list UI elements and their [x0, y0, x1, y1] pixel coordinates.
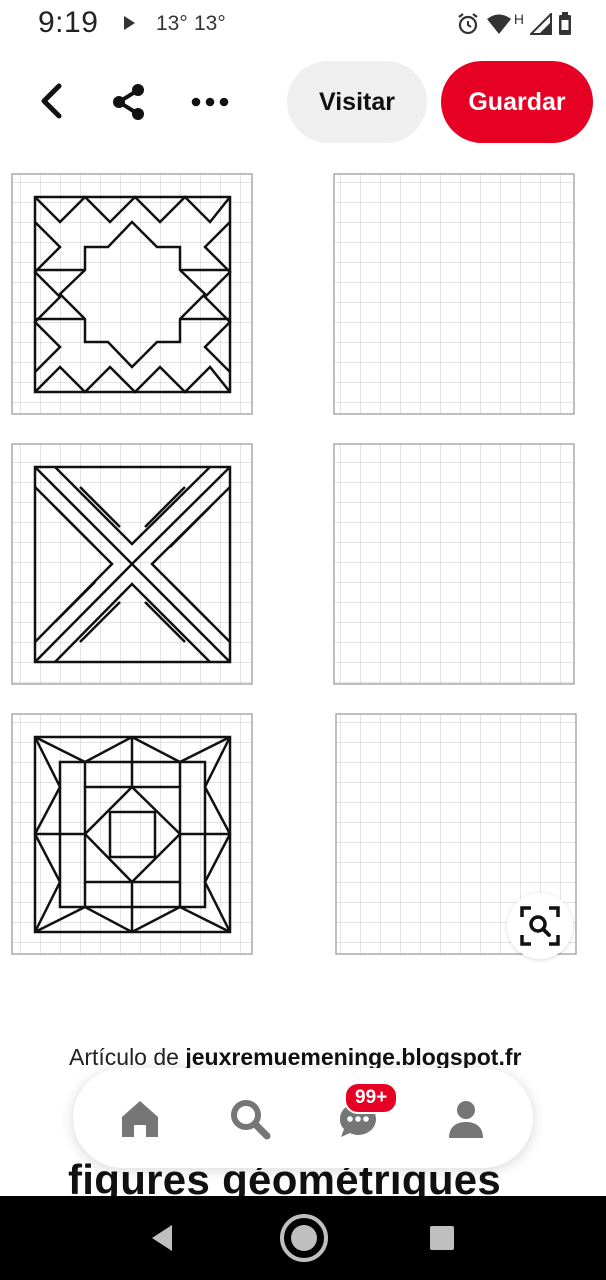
triangle-back-icon [152, 1225, 172, 1251]
alarm-icon [458, 13, 478, 35]
more-horizontal-icon [191, 97, 229, 107]
system-navigation-bar [0, 1196, 606, 1280]
chevron-left-icon [41, 83, 62, 119]
visit-button[interactable]: Visitar [287, 61, 427, 143]
circle-home-icon [280, 1214, 328, 1262]
cell-signal-icon [530, 13, 552, 35]
square-recents-icon [430, 1226, 454, 1250]
more-options-button[interactable] [186, 80, 234, 124]
nav-home-button[interactable] [113, 1092, 167, 1146]
status-time: 9:19 [38, 6, 99, 39]
bottom-nav: 99+ [73, 1068, 533, 1168]
visual-search-icon [520, 906, 560, 946]
save-button[interactable]: Guardar [441, 61, 593, 143]
system-recents-button[interactable] [420, 1216, 464, 1260]
nav-profile-button[interactable] [439, 1092, 493, 1146]
wifi-icon [486, 14, 511, 34]
share-button[interactable] [105, 78, 153, 126]
geometric-figure-1 [33, 195, 232, 394]
geometric-figure-3 [33, 735, 232, 934]
profile-icon [449, 1101, 483, 1138]
battery-icon [559, 12, 571, 35]
network-type-label: H [513, 11, 524, 27]
back-button[interactable] [28, 78, 74, 124]
source-prefix: Artículo de [69, 1044, 179, 1070]
nav-search-button[interactable] [223, 1092, 277, 1146]
share-icon [113, 84, 144, 120]
status-bar: 9:19 13° 13° H [0, 0, 606, 48]
status-icons: H [456, 8, 572, 40]
system-home-button[interactable] [276, 1210, 332, 1266]
empty-grid-right-2 [333, 443, 575, 685]
article-source: Artículo de jeuxremuemeninge.blogspot.fr [69, 1044, 521, 1071]
status-temperature-1: 13° [156, 12, 188, 35]
geometric-figure-2 [33, 465, 232, 664]
pin-image[interactable] [0, 162, 606, 1002]
home-icon [122, 1101, 158, 1137]
status-temperature-2: 13° [194, 12, 226, 35]
source-domain-link[interactable]: jeuxremuemeninge.blogspot.fr [185, 1044, 522, 1070]
search-icon [231, 1100, 271, 1140]
notification-badge: 99+ [344, 1082, 399, 1114]
system-back-button[interactable] [140, 1216, 184, 1260]
media-playing-icon [124, 16, 135, 30]
visual-search-button[interactable] [507, 893, 573, 959]
empty-grid-right-1 [333, 173, 575, 415]
